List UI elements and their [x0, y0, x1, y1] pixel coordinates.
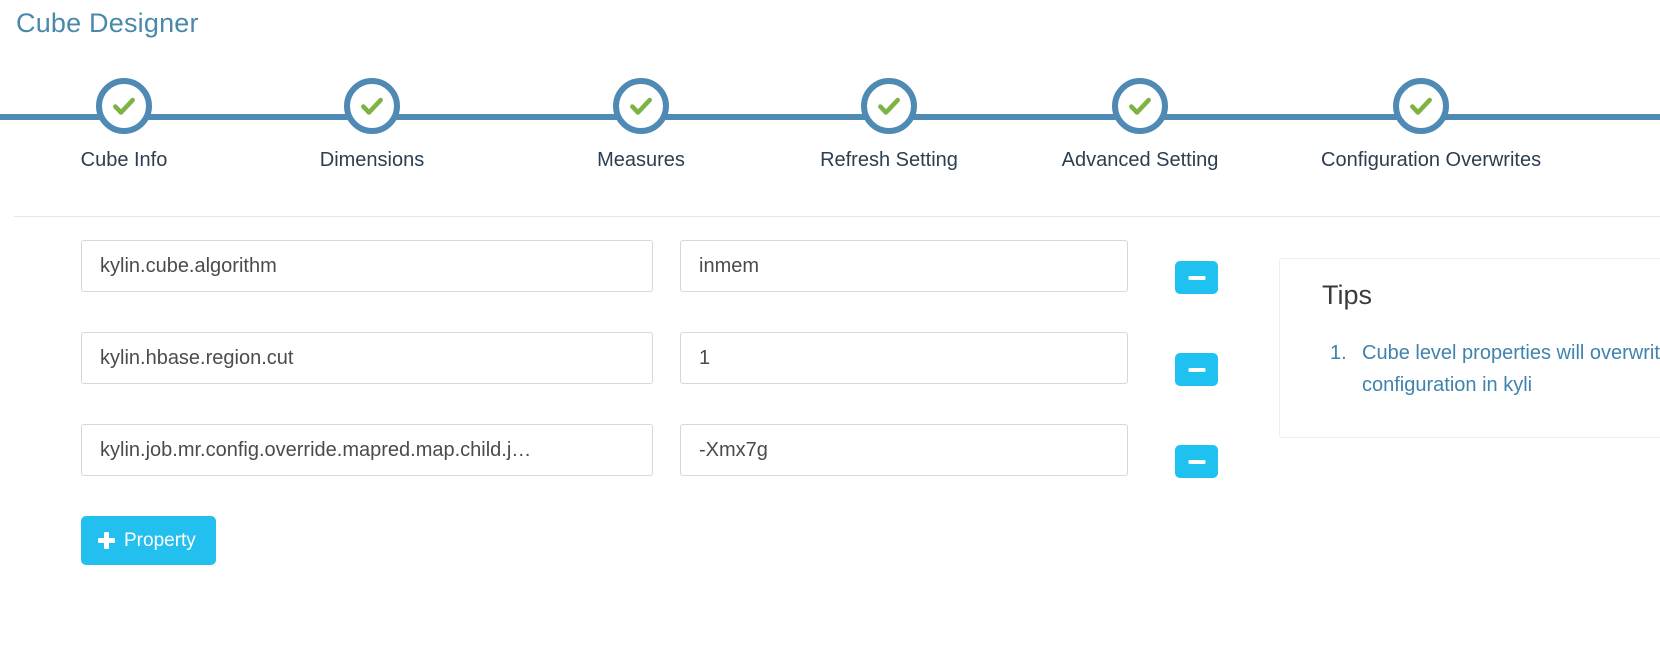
step-refresh-setting[interactable]: Refresh Setting	[789, 78, 989, 172]
property-value-input[interactable]: -Xmx7g	[680, 424, 1128, 476]
step-circle-completed	[344, 78, 400, 134]
step-label: Configuration Overwrites	[1321, 149, 1542, 171]
step-advanced-setting[interactable]: Advanced Setting	[1040, 78, 1240, 172]
step-circle-completed	[1393, 78, 1449, 134]
step-dimensions[interactable]: Dimensions	[272, 78, 472, 172]
remove-property-button[interactable]	[1175, 445, 1218, 478]
step-label: Advanced Setting	[1061, 149, 1219, 171]
step-label: Refresh Setting	[820, 149, 958, 171]
step-measures[interactable]: Measures	[541, 78, 741, 172]
tips-list: 1. Cube level properties will overwrite …	[1304, 337, 1660, 401]
add-property-button[interactable]: Property	[81, 516, 216, 565]
check-icon	[1410, 97, 1432, 115]
property-key-input[interactable]: kylin.hbase.region.cut	[81, 332, 653, 384]
check-icon	[361, 97, 383, 115]
stepper-track-line	[0, 114, 1660, 120]
tips-item-text: Cube level properties will overwrite con…	[1362, 342, 1660, 396]
wizard-stepper: Cube Info Dimensions Measures Refresh Se…	[0, 78, 1660, 196]
step-label: Dimensions	[319, 149, 425, 171]
property-row: kylin.hbase.region.cut 1	[0, 332, 1270, 388]
add-property-row: Property	[0, 516, 1270, 565]
step-circle-completed	[861, 78, 917, 134]
minus-icon	[1188, 275, 1205, 280]
remove-property-button[interactable]	[1175, 261, 1218, 294]
property-value-input[interactable]: 1	[680, 332, 1128, 384]
check-icon	[1129, 97, 1151, 115]
step-label: Measures	[597, 149, 685, 171]
plus-icon	[98, 532, 115, 549]
tips-item-number: 1.	[1330, 342, 1347, 364]
minus-icon	[1188, 367, 1205, 372]
configuration-overwrites-form: kylin.cube.algorithm inmem kylin.hbase.r…	[0, 240, 1270, 565]
tips-list-item: 1. Cube level properties will overwrite …	[1330, 337, 1660, 401]
check-icon	[113, 97, 135, 115]
property-row: kylin.job.mr.config.override.mapred.map.…	[0, 424, 1270, 480]
remove-property-button[interactable]	[1175, 353, 1218, 386]
check-icon	[878, 97, 900, 115]
step-label: Cube Info	[80, 149, 168, 171]
property-key-input[interactable]: kylin.cube.algorithm	[81, 240, 653, 292]
step-circle-completed	[96, 78, 152, 134]
page-title: Cube Designer	[16, 8, 199, 38]
minus-icon	[1188, 459, 1205, 464]
step-configuration-overwrites[interactable]: Configuration Overwrites	[1321, 78, 1542, 172]
section-divider	[14, 216, 1660, 217]
check-icon	[630, 97, 652, 115]
step-circle-completed	[1112, 78, 1168, 134]
property-row: kylin.cube.algorithm inmem	[0, 240, 1270, 296]
tips-panel: Tips 1. Cube level properties will overw…	[1279, 258, 1660, 438]
step-circle-completed	[613, 78, 669, 134]
tips-title: Tips	[1322, 280, 1373, 310]
step-cube-info[interactable]: Cube Info	[24, 78, 224, 172]
property-key-input[interactable]: kylin.job.mr.config.override.mapred.map.…	[81, 424, 653, 476]
property-value-input[interactable]: inmem	[680, 240, 1128, 292]
add-property-label: Property	[124, 529, 196, 551]
